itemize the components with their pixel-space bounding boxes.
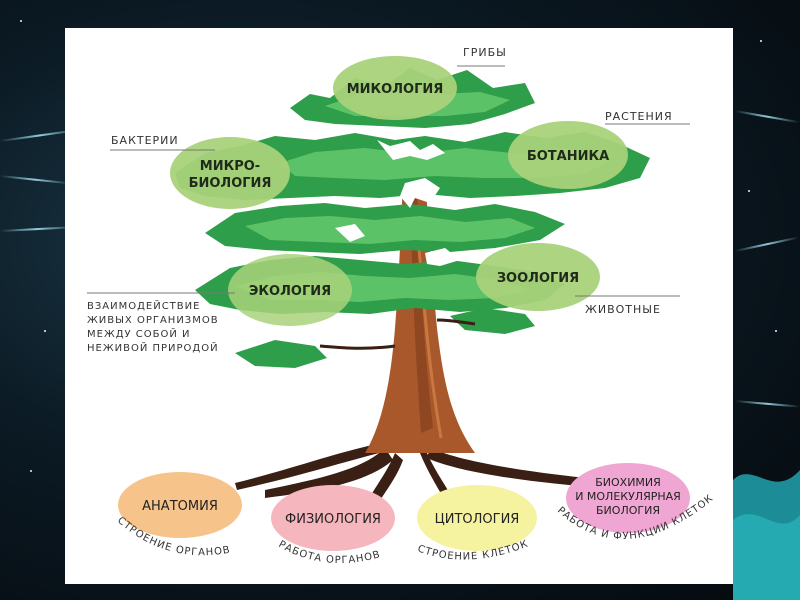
microbiology-oval [170, 137, 290, 209]
zoology-title: ЗООЛОГИЯ [497, 271, 579, 286]
background-light-streak [734, 400, 800, 408]
anatomy-title: АНАТОМИЯ [142, 499, 218, 514]
background-light-streak [734, 110, 800, 124]
background-star [775, 330, 777, 332]
zoology-caption: ЖИВОТНЫЕ [585, 303, 661, 316]
microbiology-title-line1: МИКРО- [200, 159, 260, 174]
root-physiology: ФИЗИОЛОГИЯ РАБОТА ОРГАНОВ [271, 485, 395, 566]
background-star [760, 40, 762, 42]
background-star [30, 470, 32, 472]
ecology-caption-line4: НЕЖИВОЙ ПРИРОДОЙ [87, 341, 219, 354]
mycology-oval [333, 56, 457, 120]
background-teal-wave [733, 470, 800, 600]
mycology-caption: ГРИБЫ [463, 46, 507, 59]
mycology-title: МИКОЛОГИЯ [347, 82, 444, 97]
root-anatomy: АНАТОМИЯ СТРОЕНИЕ ОРГАНОВ [115, 472, 242, 558]
branch-zoology: ЗООЛОГИЯ ЖИВОТНЫЕ [476, 243, 680, 316]
cytology-oval [417, 485, 537, 551]
botany-oval [508, 121, 628, 189]
branch-botany: БОТАНИКА РАСТЕНИЯ [508, 110, 690, 189]
background-star [748, 190, 750, 192]
anatomy-oval [118, 472, 242, 538]
physiology-oval [271, 485, 395, 551]
biochemistry-title-line3: БИОЛОГИЯ [596, 504, 660, 517]
ecology-title: ЭКОЛОГИЯ [249, 284, 331, 299]
ecology-caption-line3: МЕЖДУ СОБОЙ И [87, 327, 191, 340]
branch-ecology: ЭКОЛОГИЯ ВЗАИМОДЕЙСТВИЕ ЖИВЫХ ОРГАНИЗМОВ… [87, 254, 352, 354]
biochemistry-title-line2: И МОЛЕКУЛЯРНАЯ [575, 490, 681, 503]
cytology-title: ЦИТОЛОГИЯ [435, 512, 520, 527]
botany-title: БОТАНИКА [527, 149, 609, 164]
background-star [44, 330, 46, 332]
physiology-title: ФИЗИОЛОГИЯ [285, 512, 381, 527]
biochemistry-oval [566, 463, 690, 533]
ecology-caption-line1: ВЗАИМОДЕЙСТВИЕ [87, 299, 200, 312]
zoology-oval [476, 243, 600, 311]
biology-tree-diagram: МИКОЛОГИЯ ГРИБЫ МИКРО- БИОЛОГИЯ БАКТЕРИИ… [87, 46, 715, 566]
background-light-streak [0, 226, 75, 232]
botany-caption: РАСТЕНИЯ [605, 110, 673, 123]
ecology-caption-line2: ЖИВЫХ ОРГАНИЗМОВ [87, 315, 219, 326]
diagram-panel: МИКОЛОГИЯ ГРИБЫ МИКРО- БИОЛОГИЯ БАКТЕРИИ… [65, 28, 733, 584]
ecology-oval [228, 254, 352, 326]
background-star [20, 20, 22, 22]
background-light-streak [734, 236, 799, 252]
microbiology-caption: БАКТЕРИИ [111, 134, 179, 147]
background-light-streak [0, 175, 70, 185]
root-biochemistry: БИОХИМИЯ И МОЛЕКУЛЯРНАЯ БИОЛОГИЯ РАБОТА … [555, 463, 715, 542]
branch-mycology: МИКОЛОГИЯ ГРИБЫ [333, 46, 507, 120]
root-cytology: ЦИТОЛОГИЯ СТРОЕНИЕ КЛЕТОК [416, 485, 537, 563]
branch-microbiology: МИКРО- БИОЛОГИЯ БАКТЕРИИ [110, 134, 290, 209]
biochemistry-title-line1: БИОХИМИЯ [595, 476, 661, 489]
microbiology-title-line2: БИОЛОГИЯ [189, 176, 272, 191]
